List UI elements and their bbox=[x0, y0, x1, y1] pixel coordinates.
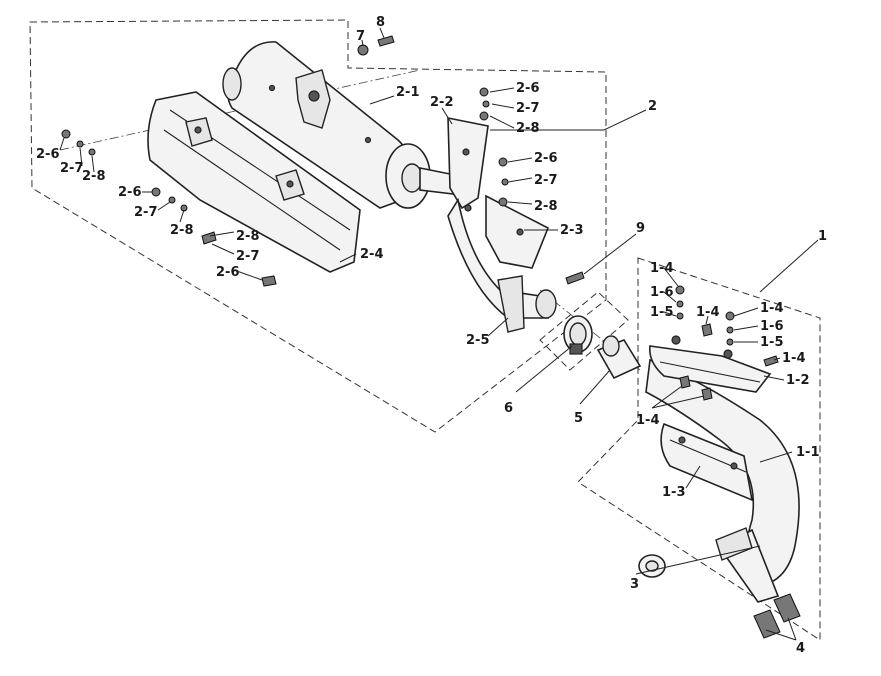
lower-heat-shield bbox=[660, 422, 754, 502]
callout-2-8: 2-8 bbox=[236, 229, 260, 244]
exhaust-studs bbox=[753, 593, 801, 639]
callout-2-5: 2-5 bbox=[466, 333, 490, 348]
callout-1-1: 1-1 bbox=[796, 445, 820, 460]
group-2-boundary bbox=[29, 19, 607, 433]
callout-2-7: 2-7 bbox=[134, 205, 158, 220]
callout-2-8: 2-8 bbox=[82, 169, 106, 184]
callout-1-4: 1-4 bbox=[782, 351, 806, 366]
callout-1-5: 1-5 bbox=[760, 335, 784, 350]
muffler-heat-shield bbox=[147, 91, 361, 273]
muffler-body bbox=[222, 41, 471, 209]
axis-line-muffler bbox=[59, 69, 421, 151]
callout-2-6: 2-6 bbox=[534, 151, 558, 166]
callout-7: 7 bbox=[356, 29, 365, 44]
callout-1-3: 1-3 bbox=[662, 485, 686, 500]
callout-labels: 8 7 2-1 2-2 2-6 2-7 2-8 2 2-6 2-7 2-8 2-… bbox=[36, 15, 827, 656]
callout-2-7: 2-7 bbox=[236, 249, 260, 264]
callout-1: 1 bbox=[818, 229, 827, 244]
callout-2-8: 2-8 bbox=[516, 121, 540, 136]
clamp bbox=[563, 315, 593, 355]
callout-2-7: 2-7 bbox=[60, 161, 84, 176]
head-pipe bbox=[645, 358, 800, 603]
callout-2-7: 2-7 bbox=[516, 101, 540, 116]
callout-2-6: 2-6 bbox=[36, 147, 60, 162]
callout-1-2: 1-2 bbox=[786, 373, 810, 388]
callout-2-8: 2-8 bbox=[170, 223, 194, 238]
callout-1-4: 1-4 bbox=[650, 261, 674, 276]
callout-2-6: 2-6 bbox=[118, 185, 142, 200]
fasteners bbox=[61, 35, 779, 401]
callout-1-4: 1-4 bbox=[636, 413, 660, 428]
callout-6: 6 bbox=[504, 401, 513, 416]
exhaust-gasket bbox=[638, 554, 666, 578]
callout-5: 5 bbox=[574, 411, 583, 426]
sleeve bbox=[596, 335, 642, 380]
callout-1-6: 1-6 bbox=[760, 319, 784, 334]
callout-2-7: 2-7 bbox=[534, 173, 558, 188]
callout-2-8: 2-8 bbox=[534, 199, 558, 214]
group-1-boundary bbox=[577, 257, 821, 641]
callout-2-4: 2-4 bbox=[360, 247, 384, 262]
callout-1-4: 1-4 bbox=[760, 301, 784, 316]
callout-3: 3 bbox=[630, 577, 639, 592]
link-pipe bbox=[447, 197, 557, 333]
leader-lines bbox=[59, 27, 819, 641]
callout-8: 8 bbox=[376, 15, 385, 30]
callout-2: 2 bbox=[648, 99, 657, 114]
callout-4: 4 bbox=[796, 641, 805, 656]
callout-2-1: 2-1 bbox=[396, 85, 420, 100]
clamp-boundary bbox=[539, 291, 629, 371]
callout-2-6: 2-6 bbox=[216, 265, 240, 280]
callout-2-6: 2-6 bbox=[516, 81, 540, 96]
head-pipe-heat-shield bbox=[648, 335, 772, 393]
mount-bracket bbox=[447, 117, 550, 269]
callout-1-6: 1-6 bbox=[650, 285, 674, 300]
callout-2-3: 2-3 bbox=[560, 223, 584, 238]
callout-1-5: 1-5 bbox=[650, 305, 674, 320]
callout-1-4: 1-4 bbox=[696, 305, 720, 320]
callout-2-2: 2-2 bbox=[430, 95, 454, 110]
callout-9: 9 bbox=[636, 221, 645, 236]
